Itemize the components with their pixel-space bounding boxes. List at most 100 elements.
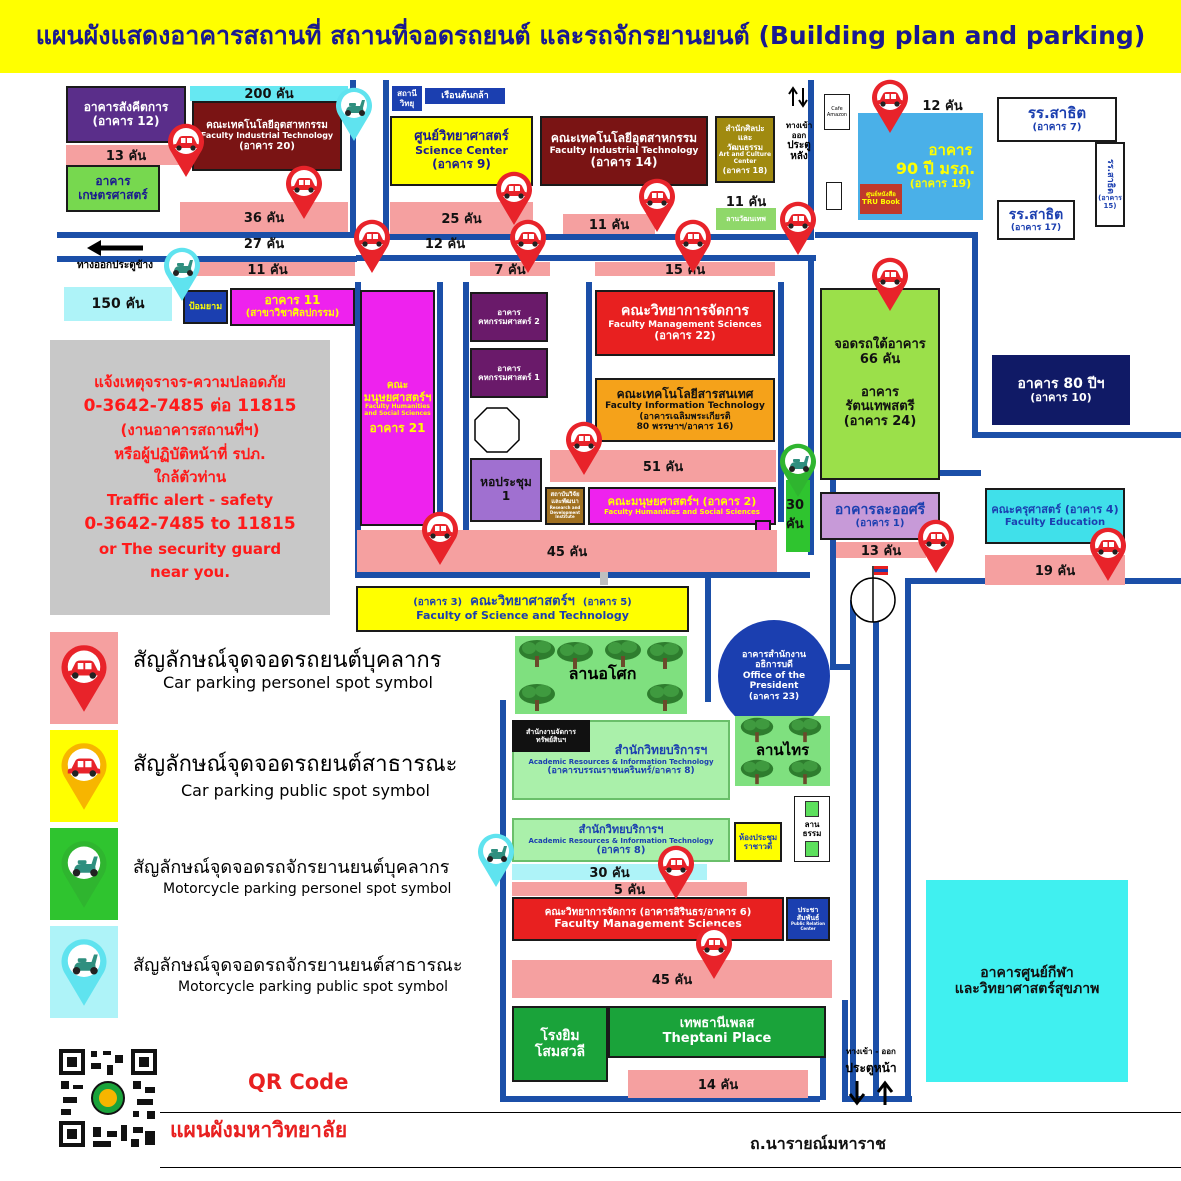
building-14: คณะเทคโนโลยีอุตสาหกรรม Faculty Industria…	[540, 116, 708, 186]
legend-moto-public-th: สัญลักษณ์จุดจอดรถจักรยานยนต์สาธารณะ	[133, 955, 463, 976]
lot-11b: 11 คัน	[725, 194, 767, 210]
main-road: ถ.นารายณ์มหาราช	[160, 1112, 1181, 1168]
lot-14: 14 คัน	[628, 1070, 808, 1098]
sports-center: อาคารศูนย์กีฬา และวิทยาศาสตร์สุขภาพ	[926, 880, 1128, 1082]
rear-gate-arrows	[788, 86, 808, 108]
legend-moto-public-en: Motorcycle parking public spot symbol	[178, 979, 449, 995]
car-pin[interactable]	[916, 518, 956, 574]
school-7: รร.สาธิต (อาคาร 7)	[997, 97, 1117, 142]
legend-moto-personnel-th: สัญลักษณ์จุดจอดรถจักรยานยนต์บุคลากร	[133, 857, 450, 878]
kiosk	[826, 182, 842, 210]
road-name: ถ.นารายณ์มหาราช	[750, 1134, 886, 1153]
car-pin[interactable]	[1088, 526, 1128, 582]
gate-arrows-icon	[848, 1081, 894, 1106]
building-2: คณะมนุษยศาสตร์ฯ (อาคาร 2) Faculty Humani…	[588, 487, 776, 525]
legend-car-personnel-en: Car parking personel spot symbol	[163, 673, 433, 693]
legend-moto-public	[50, 926, 118, 1018]
hall-1: หอประชุม 1	[470, 458, 542, 522]
moto-pin[interactable]	[334, 86, 374, 142]
public-relation: ประชา สัมพันธ์ Public Relation Center	[786, 897, 830, 941]
moto-pin[interactable]	[476, 832, 516, 888]
building-6: คณะวิทยาการจัดการ (อาคารสิรินธร/อาคาร 6)…	[512, 897, 784, 941]
traffic-alert-box: แจ้งเหตุจราจร-ความปลอดภัย 0-3642-7485 ต่…	[50, 340, 330, 615]
car-pin[interactable]	[870, 256, 910, 312]
building-18: สำนักศิลปะ และ วัฒนธรรม Art and Culture …	[715, 116, 775, 183]
home-economics-2: อาคาร คหกรรมศาสตร์ 2	[470, 292, 548, 342]
legend-car-public-th: สัญลักษณ์จุดจอดรถยนต์สาธารณะ	[133, 752, 458, 777]
car-pin[interactable]	[352, 218, 392, 274]
building-8b: สำนักวิทยบริการฯ Academic Resources & In…	[512, 818, 730, 862]
lot-45b: 45 คัน	[512, 960, 832, 998]
security-booth: ป้อมยาม	[183, 290, 228, 324]
building-11: อาคาร 11 (สาขาวิชาศิลปกรรม)	[230, 288, 355, 326]
lot-5: 5 คัน	[512, 882, 747, 898]
car-pin[interactable]	[166, 122, 206, 178]
lot-27: 27 คัน	[243, 236, 285, 252]
building-24: จอดรถใต้อาคาร 66 คัน อาคาร รัตนเทพสตรี (…	[820, 288, 940, 480]
building-agriculture: อาคาร เกษตรศาสตร์	[66, 165, 160, 212]
arrow-left-icon	[87, 240, 143, 257]
qr-code[interactable]	[57, 1047, 159, 1149]
car-pin[interactable]	[284, 164, 324, 220]
car-pin[interactable]	[694, 924, 734, 980]
research-institute: สถาบันวิจัย และพัฒนา Research and Develo…	[545, 487, 585, 525]
lot-200: 200 คัน	[190, 86, 348, 102]
building-20: คณะเทคโนโลยีอุตสาหกรรม Faculty Industria…	[192, 101, 342, 171]
school-17: รร.สาธิต (อาคาร 17)	[997, 200, 1075, 240]
rachawadee-room: ห้องประชุม ราชาวดี	[734, 822, 782, 862]
lot-11a: 11 คัน	[563, 214, 655, 234]
moto-pin[interactable]	[162, 246, 202, 302]
building-19: อาคาร 90 ปี มรภ. (อาคาร 19)	[858, 113, 983, 220]
legend-moto-personnel-en: Motorcycle parking personel spot symbol	[163, 881, 452, 897]
building-12: อาคารสังคีตการ (อาคาร 12)	[66, 86, 186, 143]
theptani-place: เทพธานีเพลส Theptani Place	[608, 1006, 826, 1058]
lan-tham: ลาน ธรรม	[794, 796, 830, 862]
page-title: แผนผังแสดงอาคารสถานที่ สถานที่จอดรถยนต์ …	[35, 21, 1146, 51]
legend-car-public	[50, 730, 118, 822]
lot-12b: 12 คัน	[922, 98, 963, 114]
building-21: คณะ มนุษยศาสตร์ฯ Faculty Humanities and …	[360, 290, 435, 526]
lot-30b: 30 คัน	[512, 864, 707, 881]
car-pin[interactable]	[656, 844, 696, 900]
building-10: อาคาร 80 ปีฯ (อาคาร 10)	[992, 355, 1130, 425]
car-pin[interactable]	[564, 420, 604, 476]
car-pin[interactable]	[870, 78, 910, 134]
lan-wattanathep: ลานวัฒนเทพ	[716, 208, 776, 230]
building-3-5: (อาคาร 3) คณะวิทยาศาสตร์ฯ (อาคาร 5) Facu…	[356, 586, 689, 632]
qr-label: QR Code	[248, 1070, 349, 1094]
lot-13a: 13 คัน	[66, 145, 186, 165]
radio-station: สถานี วิทยุ	[392, 86, 422, 111]
car-pin[interactable]	[778, 200, 818, 256]
car-pin[interactable]	[420, 510, 460, 566]
cafe-amazon: Cafe Amazon	[824, 94, 850, 130]
legend-moto-personnel	[50, 828, 118, 920]
asset-management: สำนักงานจัดการ ทรัพย์สินฯ	[512, 720, 590, 752]
legend-car-personnel	[50, 632, 118, 724]
building-16: คณะเทคโนโลยีสารสนเทศ Faculty Information…	[595, 378, 775, 442]
car-pin[interactable]	[508, 218, 548, 274]
car-pin[interactable]	[637, 177, 677, 233]
lan-sai: ลานไทร	[735, 716, 830, 786]
lot-13b: 13 คัน	[836, 542, 926, 559]
building-22: คณะวิทยาการจัดการ Faculty Management Sci…	[595, 290, 775, 356]
greenhouse: เรือนต้นกล้า	[425, 88, 505, 104]
car-pin[interactable]	[673, 218, 713, 274]
building-23: อาคารสำนักงาน อธิการบดี Office of the Pr…	[718, 620, 830, 732]
gym-somsawali: โรงยิม โสมสวลี	[512, 1006, 608, 1082]
moto-pin[interactable]	[778, 442, 818, 498]
lot-36: 36 คัน	[180, 202, 348, 232]
tru-book: ศูนย์หนังสือ TRU Book	[860, 184, 902, 214]
flag-pole	[848, 560, 898, 625]
qr-caption: แผนผังมหาวิทยาลัย	[170, 1118, 348, 1142]
rear-gate-label: ทางเข้า ออก ประตู หลัง	[785, 121, 813, 163]
lot-11c: 11 คัน	[180, 262, 355, 278]
lot-150: 150 คัน	[64, 287, 172, 321]
legend-car-public-en: Car parking public spot symbol	[181, 781, 430, 800]
building-4: คณะครุศาสตร์ (อาคาร 4) Faculty Education	[985, 488, 1125, 544]
octagon-pavilion	[472, 405, 522, 455]
front-gate: ทางเข้า - ออก ประตูหน้า	[836, 1040, 906, 1114]
lan-asok: ลานอโศก	[515, 636, 687, 714]
school-15: รร.สาธิต (อาคาร 15)	[1095, 142, 1125, 227]
title-banner: แผนผังแสดงอาคารสถานที่ สถานที่จอดรถยนต์ …	[0, 0, 1181, 73]
legend-car-personnel-th: สัญลักษณ์จุดจอดรถยนต์บุคลากร	[133, 648, 442, 673]
